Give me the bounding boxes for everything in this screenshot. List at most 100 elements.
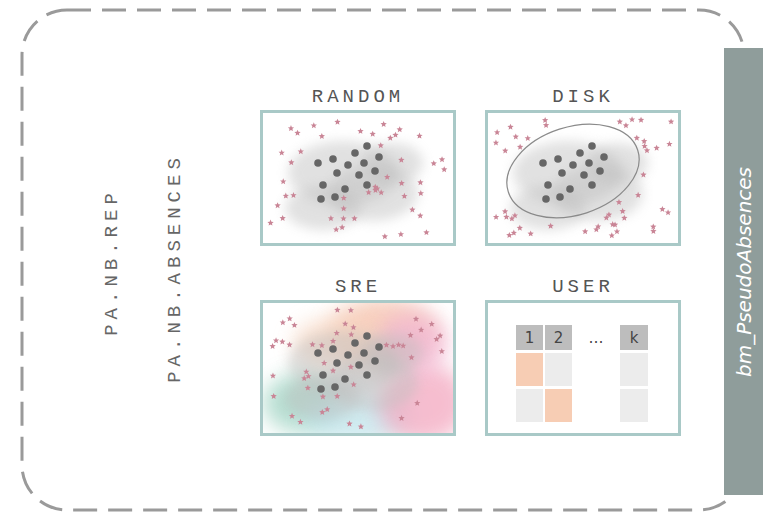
pseudo-absence-star [279, 339, 285, 345]
pseudo-absence-star [341, 205, 347, 211]
presence-dot [314, 349, 322, 357]
panel-picture [263, 303, 453, 433]
method-title: DISK [468, 86, 698, 108]
pseudo-absence-star [319, 133, 325, 139]
pseudo-absence-star [511, 230, 517, 236]
pseudo-absence-star [390, 343, 396, 349]
pseudo-absence-star [378, 189, 384, 195]
presence-dot [317, 195, 325, 203]
table-header: … [589, 329, 604, 347]
pseudo-absence-star [493, 214, 499, 220]
pseudo-absence-star [629, 116, 635, 122]
pseudo-absence-star [617, 118, 623, 124]
panel-picture [493, 113, 674, 238]
pseudo-absence-star [370, 131, 376, 137]
pseudo-absence-star [653, 145, 659, 151]
pseudo-absence-star [378, 142, 384, 148]
pseudo-absence-star [324, 406, 330, 412]
pseudo-absence-star [365, 189, 371, 195]
presence-dot [351, 149, 359, 157]
pseudo-absence-star [528, 230, 534, 236]
pseudo-absence-star [502, 147, 508, 153]
pseudo-absence-star [271, 393, 277, 399]
pseudo-absence-star [334, 330, 340, 336]
pseudo-absence-star [351, 215, 357, 221]
table-header-cell [545, 325, 572, 350]
presence-dot [351, 339, 359, 347]
pseudo-absence-star [286, 341, 292, 347]
presence-dot [331, 383, 339, 391]
pseudo-absence-star [339, 224, 345, 230]
range-shadow [285, 376, 361, 420]
table-header-cell [516, 325, 543, 350]
presence-dot [344, 161, 352, 169]
pseudo-absence-star [398, 157, 404, 163]
presence-dot [596, 167, 604, 175]
pseudo-absence-star [305, 373, 311, 379]
table-header: 2 [554, 329, 564, 347]
pseudo-absence-star [431, 160, 437, 166]
presence-dot [355, 361, 363, 369]
pseudo-absence-star [635, 192, 641, 198]
pseudo-absence-star [400, 343, 406, 349]
pseudo-absence-star [270, 373, 276, 379]
pseudo-absence-star [641, 138, 647, 144]
method-panel: RANDOM [260, 110, 456, 246]
pseudo-absence-star [517, 225, 523, 231]
presence-dot [363, 371, 371, 379]
table-cell-selected [516, 353, 543, 386]
presence-dot [600, 153, 608, 161]
pseudo-absence-star [294, 130, 300, 136]
pseudo-absence-star [548, 223, 554, 229]
pseudo-absence-star [401, 193, 407, 199]
presence-dot [360, 159, 368, 167]
presence-dot [331, 193, 339, 201]
pseudo-absence-star [610, 221, 616, 227]
pseudo-absence-star [328, 215, 334, 221]
pseudo-absence-star [616, 199, 622, 205]
pseudo-absence-star [287, 315, 293, 321]
pseudo-absence-star [334, 119, 340, 125]
pseudo-absence-star [319, 409, 325, 415]
pseudo-absence-star [542, 117, 548, 123]
pseudo-absence-star [297, 419, 303, 425]
function-bar: bm_PseudoAbsences [724, 48, 763, 495]
presence-dot [360, 349, 368, 357]
method-title: USER [468, 276, 698, 298]
pseudo-absence-star [398, 415, 404, 421]
presence-dot [569, 161, 577, 169]
pseudo-absence-star [619, 208, 625, 214]
presence-dot [554, 155, 562, 163]
table-cell [620, 389, 648, 422]
presence-dot [375, 153, 383, 161]
pseudo-absence-star [303, 369, 309, 375]
pseudo-absence-star [429, 321, 435, 327]
pseudo-absence-star [417, 212, 423, 218]
pseudo-absence-star [493, 140, 499, 146]
presence-dot [363, 181, 371, 189]
presence-dot [375, 343, 383, 351]
method-panel: USER [485, 300, 681, 436]
presence-dot [333, 359, 341, 367]
pseudo-absence-star [644, 147, 650, 153]
pseudo-absence-star [279, 150, 285, 156]
pseudo-absence-star [357, 128, 363, 134]
parameter-name: PA.NB.REP [101, 188, 123, 336]
pseudo-absence-star [503, 214, 509, 220]
pseudo-absence-star [342, 321, 348, 327]
pseudo-absence-star [372, 187, 378, 193]
presence-dot [363, 142, 371, 150]
pseudo-absence-star [334, 393, 340, 399]
pseudo-absence-star [659, 206, 665, 212]
pseudo-absence-star [288, 125, 294, 131]
presence-dot [371, 167, 379, 175]
presence-dot [588, 142, 596, 150]
presence-dot [333, 169, 341, 177]
pseudo-absence-star [509, 215, 515, 221]
pseudo-absence-star [384, 174, 390, 180]
parameter-name: PA.NB.ABSENCES [164, 153, 186, 383]
pseudo-absence-star [334, 307, 340, 313]
panel-illustrations [263, 108, 674, 443]
presence-dot [314, 159, 322, 167]
table-cell-selected [545, 389, 572, 422]
